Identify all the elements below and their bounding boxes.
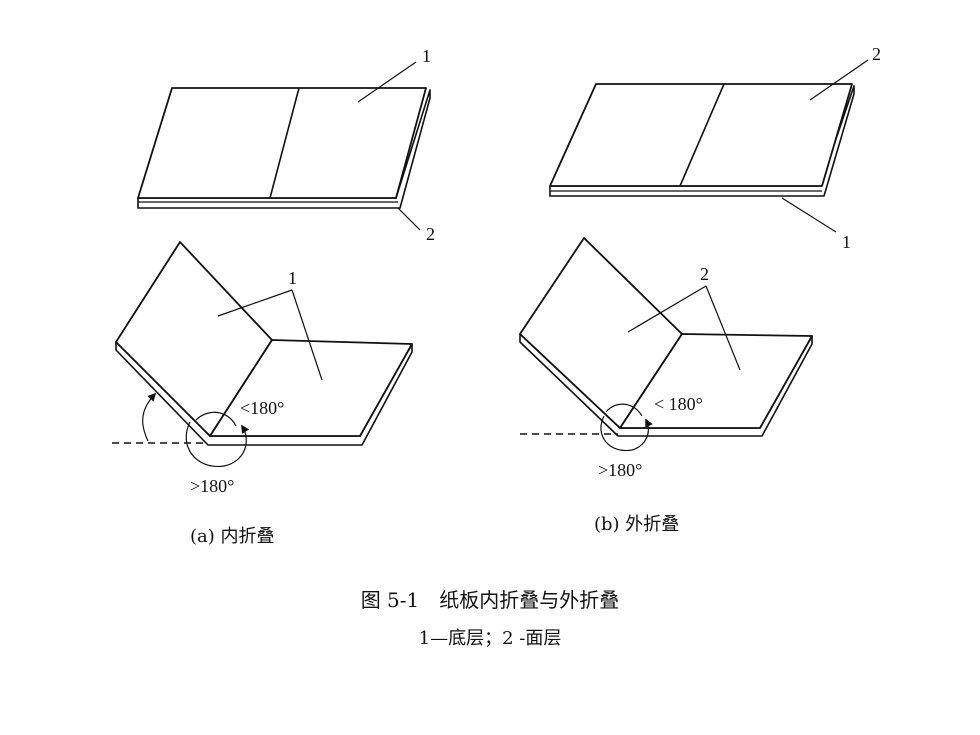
panel-a-outer-angle-arc — [185, 421, 250, 467]
panel-b-outer-angle-label: >180° — [598, 460, 642, 480]
panel-b-flat-top-label: 2 — [872, 44, 881, 64]
panel-b-inner-angle-arc — [605, 403, 643, 417]
panel-b-folded-label: 2 — [700, 264, 709, 284]
panel-a: 1 2 1 <180° >180° (a) 内折叠 — [112, 46, 435, 547]
panel-a-flat-top-label: 1 — [422, 46, 431, 66]
panel-a-inner-angle-arc — [195, 411, 237, 427]
panel-b-inner-angle-label: < 180° — [654, 394, 703, 414]
panel-a-outer-angle-label: >180° — [190, 476, 234, 496]
figure-legend: 1—底层；2 -面层 — [419, 628, 562, 649]
panel-b-folded-right-face — [619, 333, 813, 429]
panel-b: 2 1 2 < 180° >180° (b) 外折叠 — [519, 44, 881, 535]
panel-a-folded-board — [115, 241, 413, 446]
panel-a-flat-board-crease — [269, 87, 300, 199]
panel-b-outer-angle-arc — [600, 415, 653, 452]
panel-a-flat-board-face — [137, 87, 427, 199]
panel-a-folded-right-face — [209, 339, 413, 437]
panel-a-fold-arrow — [142, 392, 157, 442]
panel-b-caption: (b) 外折叠 — [594, 514, 679, 535]
figure-title: 图 5-1 纸板内折叠与外折叠 — [361, 588, 620, 612]
panel-b-folded-board — [519, 237, 813, 437]
panel-a-caption: (a) 内折叠 — [190, 526, 275, 547]
panel-b-flat-board — [549, 83, 855, 197]
panel-a-flat-board — [137, 87, 431, 209]
panel-a-flat-bottom-label: 2 — [426, 224, 435, 244]
panel-b-flat-board-crease — [679, 83, 725, 187]
panel-a-folded-label: 1 — [288, 268, 297, 288]
panel-b-flat-board-face — [549, 83, 853, 187]
panel-a-inner-angle-label: <180° — [240, 398, 284, 418]
panel-b-flat-bottom-label: 1 — [842, 232, 851, 252]
